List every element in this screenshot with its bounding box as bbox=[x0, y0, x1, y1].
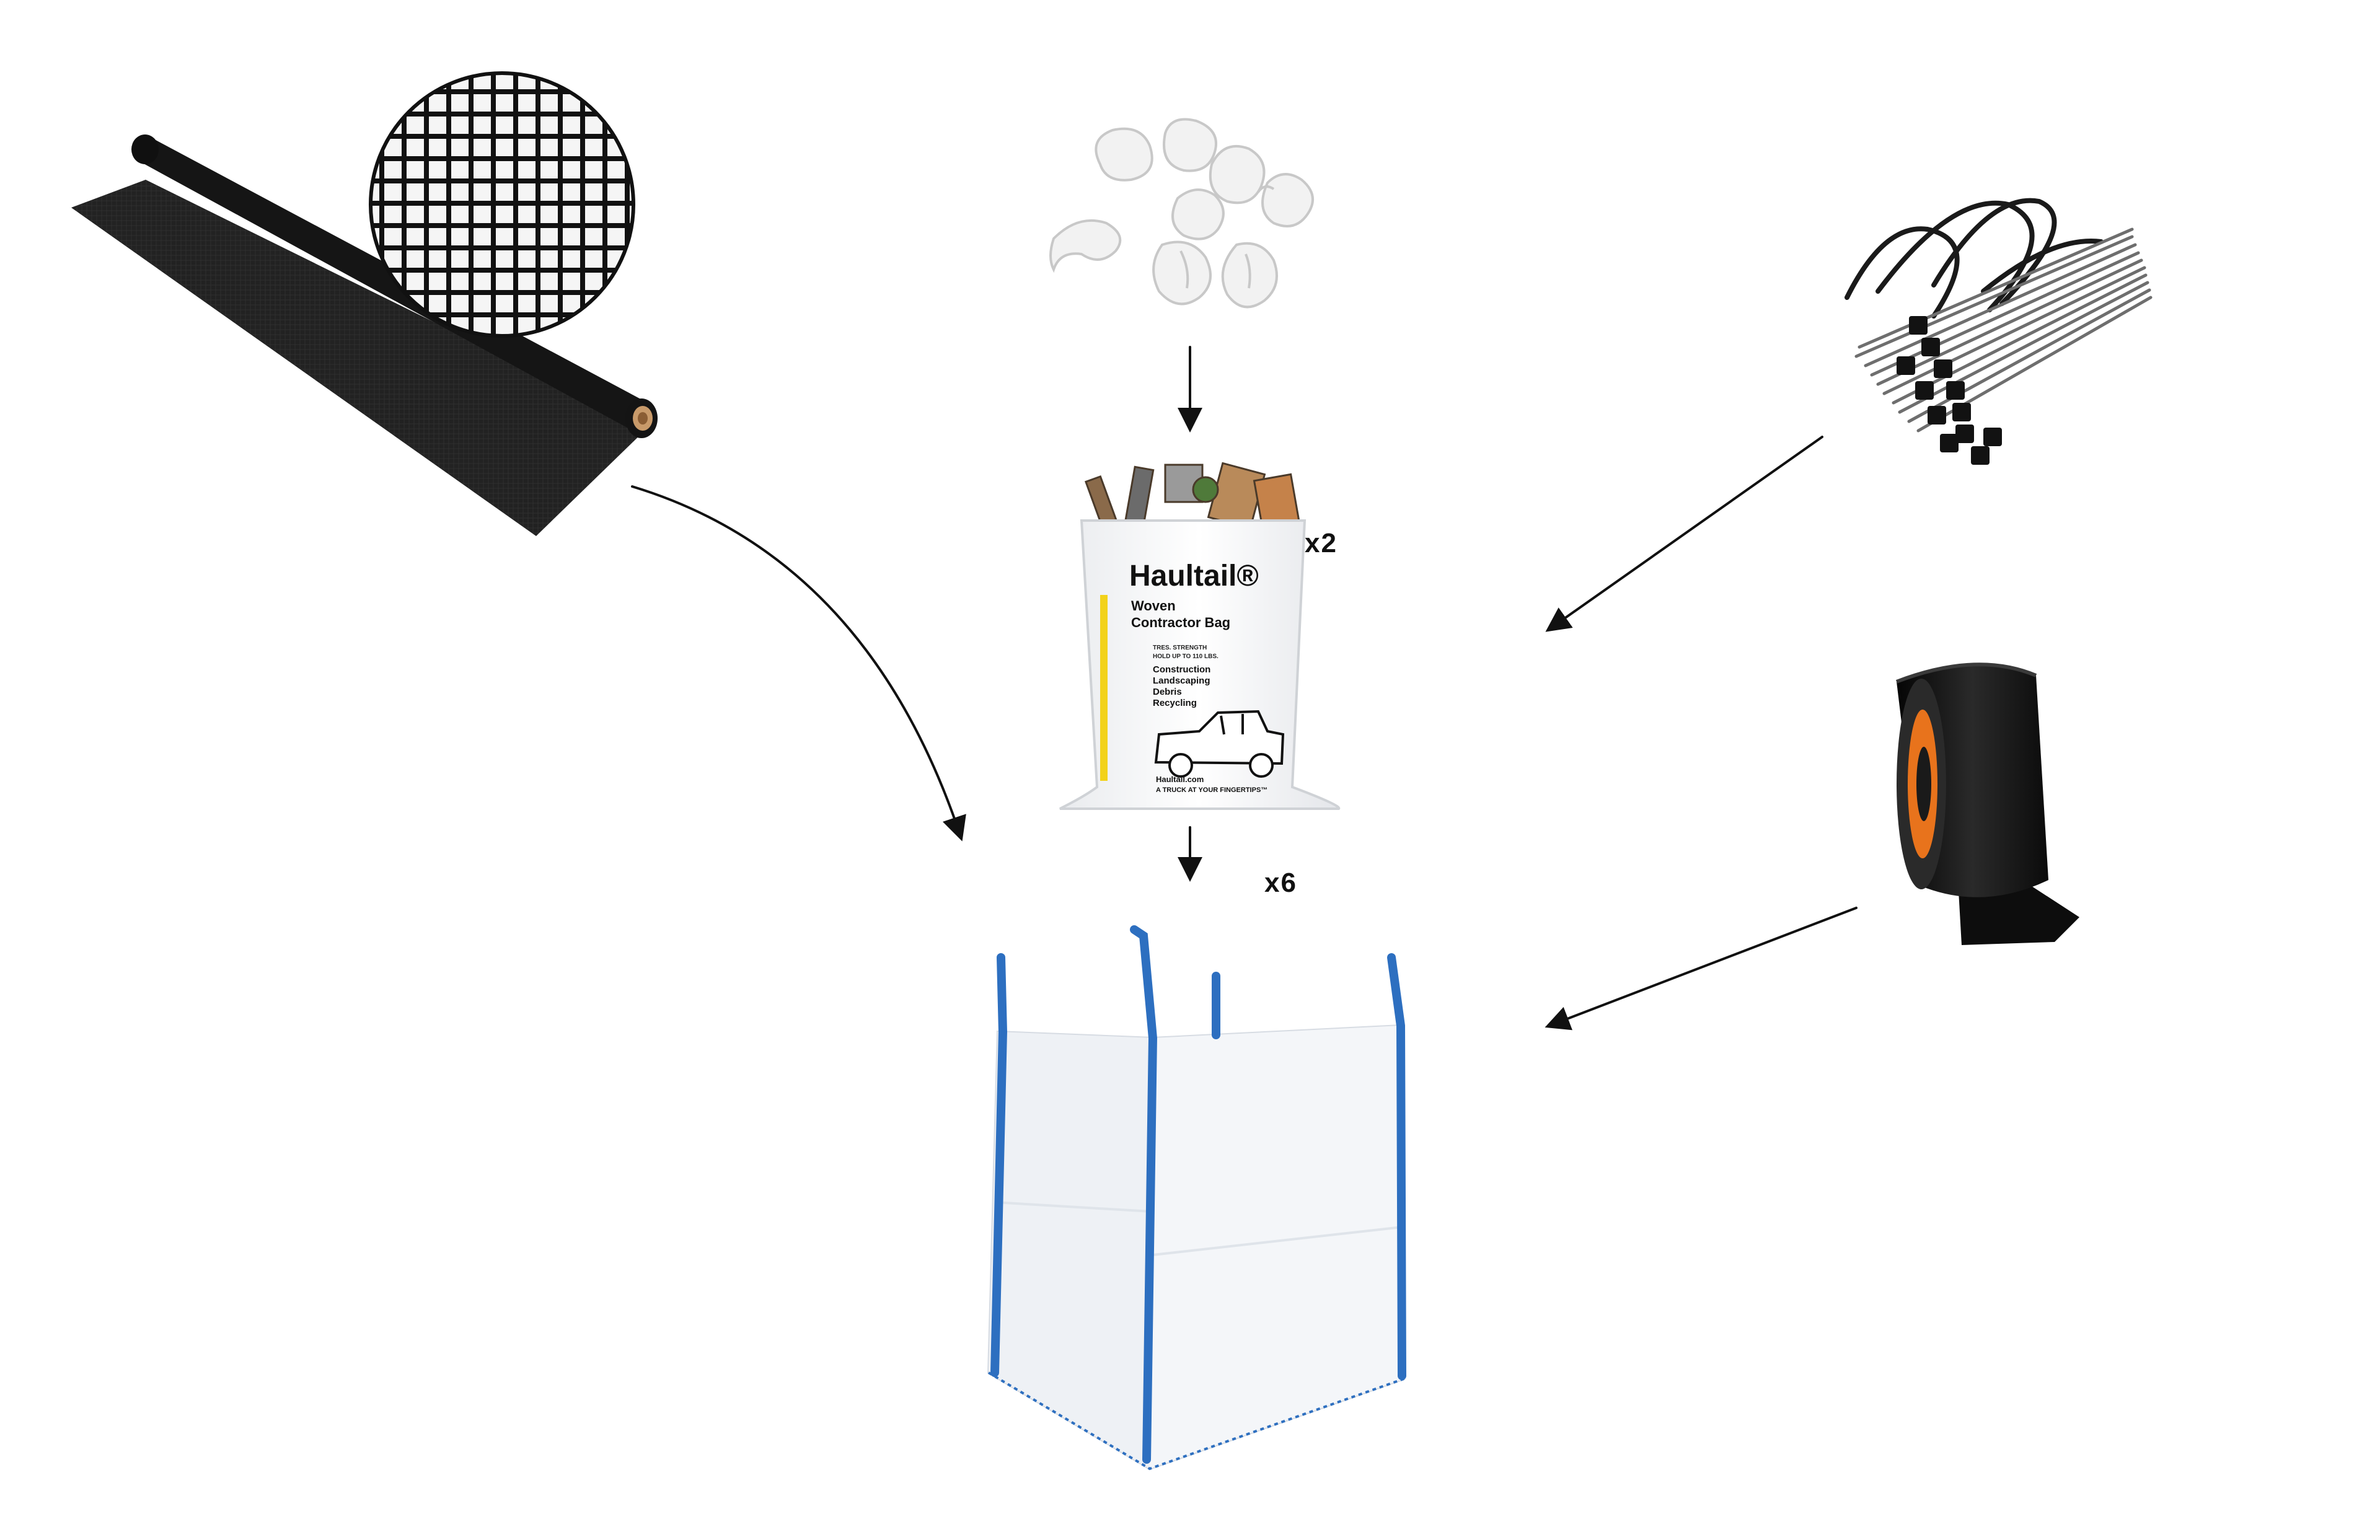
bag-use-item: Construction bbox=[1153, 664, 1210, 675]
bag-use-item: Landscaping bbox=[1153, 675, 1210, 686]
bag-strength-line2: HOLD UP TO 110 LBS. bbox=[1153, 653, 1219, 660]
bag-use-item: Debris bbox=[1153, 687, 1182, 697]
bulk-bag-icon bbox=[987, 925, 1406, 1471]
bag-title-line2: Contractor Bag bbox=[1131, 615, 1230, 630]
bag-website: Haultail.com bbox=[1156, 775, 1204, 784]
arrow-duct-tape-to-bulk-bag bbox=[1545, 907, 1858, 1031]
bag-title-line1: Woven bbox=[1131, 598, 1176, 614]
pickup-truck-icon bbox=[1154, 710, 1285, 778]
bag-brand: Haultail® bbox=[1129, 560, 1259, 592]
bulk-bag-quantity-label: x6 bbox=[1264, 868, 1297, 898]
bag-strength-line1: TRES. STRENGTH bbox=[1153, 645, 1207, 651]
cable-ties-icon bbox=[1844, 198, 2153, 465]
bag-use-item: Recycling bbox=[1153, 698, 1197, 708]
mesh-roll-icon bbox=[71, 71, 658, 536]
duct-tape-icon bbox=[1895, 662, 2079, 945]
contractor-bag-icon: Haultail® Woven Contractor Bag TRES. STR… bbox=[1059, 462, 1341, 810]
bag-tagline: A TRUCK AT YOUR FINGERTIPS™ bbox=[1156, 786, 1267, 794]
diagram-arrows bbox=[631, 346, 1858, 1031]
arrow-cable-ties-to-bulk-bag bbox=[1545, 436, 1823, 632]
packing-peanuts-icon bbox=[1049, 118, 1314, 309]
arrow-mesh-to-bulk-bag bbox=[631, 485, 966, 842]
contractor-bag-quantity-label: x2 bbox=[1305, 528, 1338, 558]
